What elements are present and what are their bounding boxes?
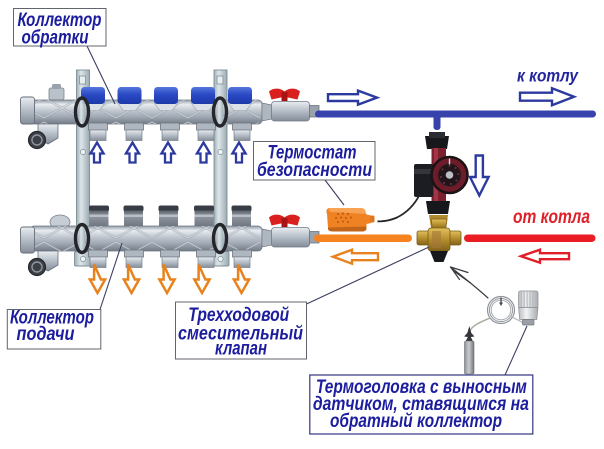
svg-text:Коллектор: Коллектор: [10, 308, 94, 329]
svg-text:датчиком, ставящимся на: датчиком, ставящимся на: [313, 394, 529, 415]
svg-text:смесительный: смесительный: [178, 324, 303, 345]
svg-text:к котлу: к котлу: [517, 66, 579, 86]
svg-text:обратки: обратки: [22, 28, 89, 49]
svg-text:Коллектор: Коллектор: [18, 10, 102, 31]
svg-text:Трехходовой: Трехходовой: [188, 305, 289, 326]
svg-text:безопасности: безопасности: [257, 160, 372, 181]
svg-text:подачи: подачи: [17, 324, 75, 345]
svg-text:Термостат: Термостат: [268, 143, 357, 164]
svg-text:обратный коллектор: обратный коллектор: [330, 411, 502, 432]
svg-text:Термоголовка с выносным: Термоголовка с выносным: [316, 377, 527, 398]
svg-text:от котла: от котла: [513, 207, 590, 228]
svg-text:клапан: клапан: [215, 339, 267, 360]
